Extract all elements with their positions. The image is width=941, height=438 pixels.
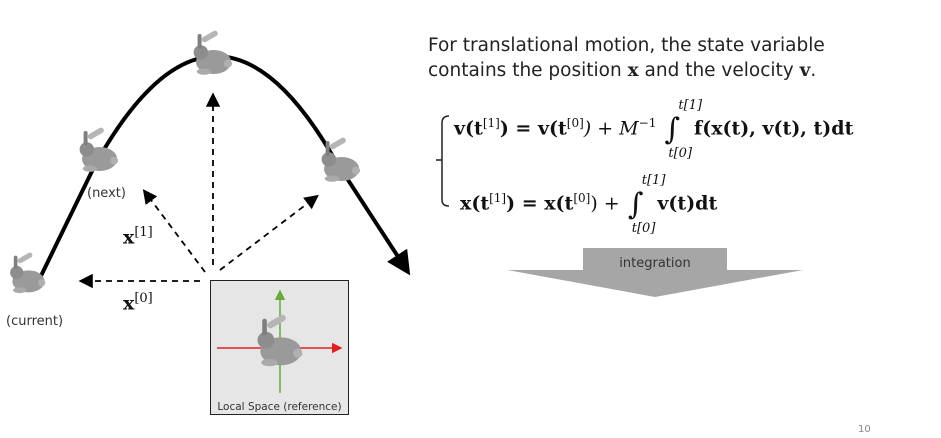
eq-sup: [1] bbox=[489, 191, 507, 206]
text: . bbox=[810, 60, 817, 81]
dashed-arrow-right bbox=[219, 194, 319, 271]
vector-x1-label: x[1] bbox=[123, 225, 153, 248]
bunny-right-icon bbox=[321, 136, 360, 182]
velocity-symbol: v bbox=[799, 60, 811, 81]
eq-part: ) + bbox=[590, 192, 626, 215]
velocity-equation: v(t[1]) = v(t[0]) + M−1 ∫t[1]t[0]f(x(t),… bbox=[454, 98, 854, 161]
position-equation: x(t[1]) = x(t[0]) + ∫t[1]t[0]v(t)dt bbox=[460, 173, 718, 236]
integral-sign: ∫t[1]t[0] bbox=[627, 173, 666, 236]
eq-part: x(t bbox=[460, 192, 490, 215]
eq-part: v(t bbox=[454, 117, 483, 140]
label-next: (next) bbox=[87, 186, 126, 201]
text: contains the position bbox=[428, 60, 628, 81]
eq-sup: [1] bbox=[482, 116, 500, 131]
eq-integrand: v(t)dt bbox=[657, 192, 718, 215]
int-lower: t[0] bbox=[668, 146, 693, 161]
bunny-reference-icon bbox=[257, 313, 303, 367]
position-symbol: x bbox=[627, 60, 639, 81]
local-space-box: Local Space (reference) bbox=[210, 280, 349, 415]
eq-part: ) + M bbox=[583, 117, 639, 140]
local-axes bbox=[217, 289, 343, 393]
bunny-top-icon bbox=[193, 29, 232, 75]
vec-sup: [0] bbox=[134, 291, 153, 306]
integration-arrow bbox=[507, 248, 803, 297]
eq-sup: [0] bbox=[573, 191, 591, 206]
intro-line2: contains the position x and the velocity… bbox=[428, 58, 825, 83]
vec-sup: [1] bbox=[134, 225, 153, 240]
eq-sup: [0] bbox=[566, 116, 584, 131]
page-number: 10 bbox=[858, 424, 871, 435]
eq-part: ) = x(t bbox=[506, 192, 574, 215]
vector-x0-label: x[0] bbox=[123, 291, 153, 314]
int-upper: t[1] bbox=[641, 173, 666, 188]
integration-label: integration bbox=[619, 256, 691, 271]
intro-line1: For translational motion, the state vari… bbox=[428, 35, 825, 56]
vec-symbol: x bbox=[123, 226, 135, 249]
intro-text: For translational motion, the state vari… bbox=[428, 33, 825, 83]
eq-part: ) = v(t bbox=[499, 117, 567, 140]
text: and the velocity bbox=[638, 60, 800, 81]
bunny-current-icon bbox=[10, 251, 46, 294]
eq-integrand: f(x(t), v(t), t)dt bbox=[694, 117, 854, 140]
dashed-arrow-x1 bbox=[142, 189, 206, 273]
int-lower: t[0] bbox=[631, 221, 656, 236]
int-upper: t[1] bbox=[678, 98, 703, 113]
brace bbox=[436, 115, 450, 207]
local-space-caption: Local Space (reference) bbox=[217, 401, 342, 413]
vec-symbol: x bbox=[123, 292, 135, 315]
label-current: (current) bbox=[6, 314, 64, 329]
integral-sign: ∫t[1]t[0] bbox=[664, 98, 703, 161]
eq-sup: −1 bbox=[638, 116, 657, 131]
